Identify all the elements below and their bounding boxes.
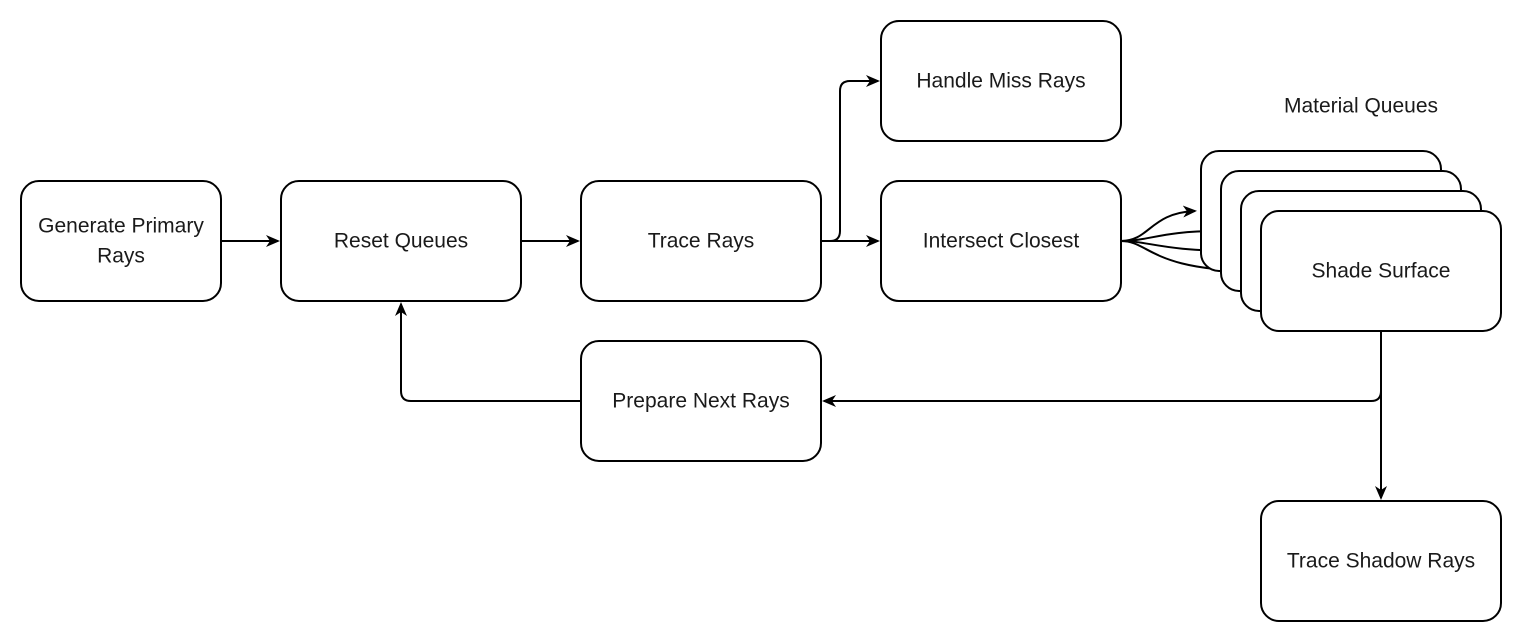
- node-generate-primary-rays-line2: Rays: [97, 245, 145, 268]
- node-trace-rays[interactable]: Trace Rays: [580, 180, 822, 302]
- edge-trace-to-handle-miss: [821, 75, 880, 242]
- edge-shade-to-prepare: [822, 331, 1382, 407]
- node-prepare-next-rays-label: Prepare Next Rays: [612, 390, 789, 413]
- node-reset-queues[interactable]: Reset Queues: [280, 180, 522, 302]
- node-generate-primary-rays[interactable]: Generate Primary Rays: [20, 180, 222, 302]
- node-handle-miss-rays[interactable]: Handle Miss Rays: [880, 20, 1122, 142]
- node-shade-surface[interactable]: Shade Surface: [1260, 210, 1502, 332]
- node-generate-primary-rays-line1: Generate Primary: [38, 215, 204, 238]
- node-trace-shadow-rays-label: Trace Shadow Rays: [1287, 550, 1475, 573]
- node-intersect-closest[interactable]: Intersect Closest: [880, 180, 1122, 302]
- material-queue-stack: Shade Surface: [1200, 150, 1502, 332]
- node-reset-queues-label: Reset Queues: [334, 230, 468, 253]
- node-shade-surface-label: Shade Surface: [1312, 260, 1451, 283]
- edge-prepare-to-reset: [395, 302, 581, 402]
- material-queues-label: Material Queues: [1284, 95, 1438, 118]
- node-handle-miss-rays-label: Handle Miss Rays: [916, 70, 1085, 93]
- node-trace-rays-label: Trace Rays: [648, 230, 755, 253]
- node-prepare-next-rays[interactable]: Prepare Next Rays: [580, 340, 822, 462]
- node-intersect-closest-label: Intersect Closest: [923, 230, 1080, 253]
- node-trace-shadow-rays[interactable]: Trace Shadow Rays: [1260, 500, 1502, 622]
